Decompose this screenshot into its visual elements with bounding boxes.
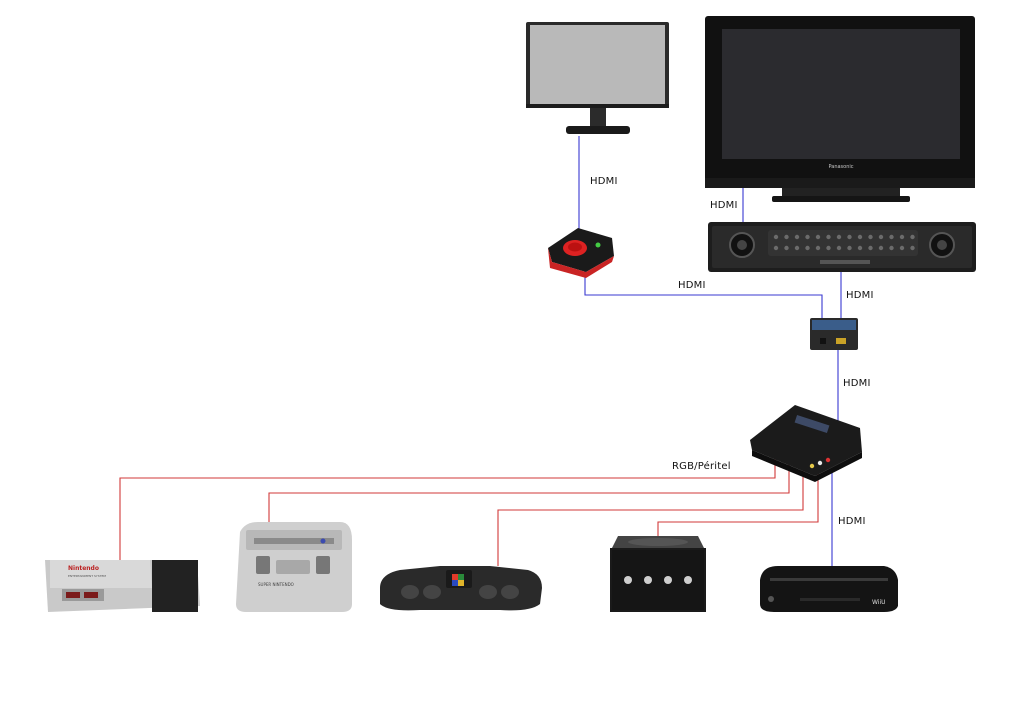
hdmi-cable-capture-splitter bbox=[584, 270, 823, 318]
hdmi-label-tv-soundbar: HDMI bbox=[710, 200, 738, 211]
monitor bbox=[526, 22, 669, 134]
wiiu-console: WiiU bbox=[760, 566, 898, 612]
snes-brand: SUPER NINTENDO bbox=[258, 582, 294, 587]
soundbar bbox=[708, 222, 976, 272]
hdmi-splitter bbox=[810, 318, 858, 350]
hdmi-label-wiiu: HDMI bbox=[838, 516, 866, 527]
tv-brand: Panasonic bbox=[828, 164, 853, 170]
wiiu-brand: WiiU bbox=[872, 599, 886, 606]
hdmi-cables bbox=[578, 136, 842, 566]
rgb-cable-snes bbox=[268, 458, 790, 522]
scaler bbox=[750, 405, 862, 482]
gamecube-console bbox=[610, 536, 706, 612]
rgb-cable-gamecube bbox=[657, 462, 819, 536]
television: Panasonic bbox=[705, 16, 975, 202]
hdmi-label-splitter-scaler: HDMI bbox=[843, 378, 871, 389]
hdmi-label-soundbar-splitter: HDMI bbox=[846, 290, 874, 301]
rgb-cable-nes bbox=[119, 455, 776, 560]
hdmi-label-monitor-capture: HDMI bbox=[590, 176, 618, 187]
hdmi-label-capture-splitter: HDMI bbox=[678, 280, 706, 291]
snes-console: SUPER NINTENDO bbox=[236, 522, 352, 612]
nes-console: Nintendo ENTERTAINMENT SYSTEM bbox=[45, 560, 200, 612]
rgb-peritel-label: RGB/Péritel bbox=[672, 461, 731, 472]
capture-device bbox=[548, 228, 614, 278]
nes-subtitle: ENTERTAINMENT SYSTEM bbox=[68, 574, 106, 578]
rgb-cable-n64 bbox=[497, 460, 804, 566]
rgb-cables bbox=[119, 455, 819, 566]
n64-console bbox=[380, 566, 542, 611]
nes-brand: Nintendo bbox=[68, 565, 99, 572]
